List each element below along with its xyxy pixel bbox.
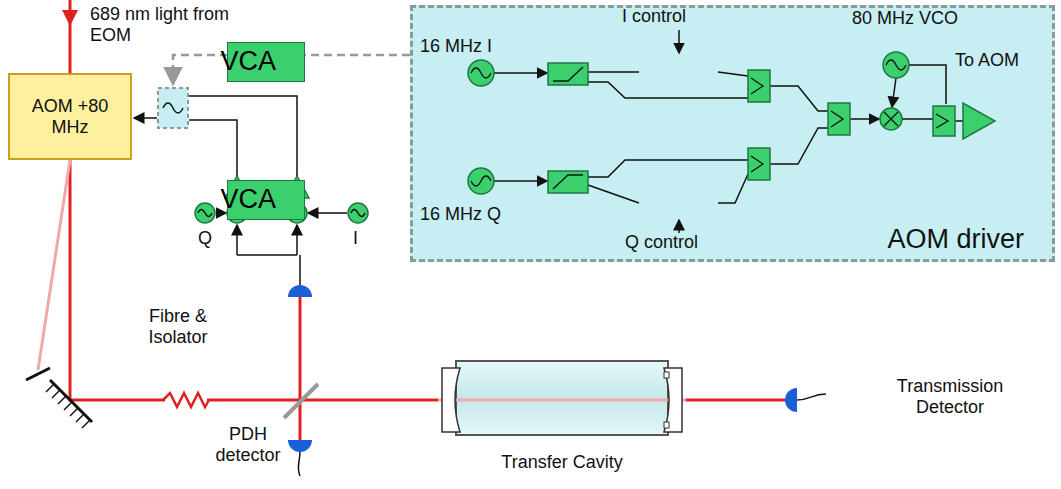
drawing-line [64,402,72,410]
drawing-polygon [62,10,78,26]
annotation-label: 80 MHz VCO [852,8,958,29]
detector-wires [237,225,826,476]
drawing-polygon [963,103,995,139]
drawing-line [955,120,963,122]
annotation-label: Fibre & Isolator [128,306,228,348]
node-text: AOM driver [887,223,1024,255]
drawing-line [588,71,639,73]
drawing-path [884,112,898,126]
drawing-rect [748,70,770,102]
drawing-rect [933,106,955,136]
drawing-line [438,399,686,402]
drawing-line [299,255,301,285]
annotation-label: To AOM [955,50,1019,71]
mirror [46,380,92,428]
drawing-path [664,368,682,432]
drawing-line [902,118,933,120]
drawing-line [58,396,66,404]
drawing-line [678,220,680,233]
drawing-polyline [770,128,828,164]
drawing-line [308,212,347,214]
photodetectors [288,285,797,452]
drawing-polyline [588,82,748,98]
drawing-polyline [718,72,748,76]
drawing-line [494,180,547,182]
drawing-path [553,67,583,189]
transfer-cavity: Transfer Cavity [438,358,686,473]
zero-order-beam [26,160,70,380]
drawing-path [797,394,826,400]
drawing-line [46,384,54,392]
drawing-rect [158,88,188,128]
pdh-beam [284,297,318,440]
drawing-line [296,225,298,255]
drawing-rect [664,422,669,428]
drawing-path [785,388,797,412]
drawing-line [299,297,302,440]
drawing-path [442,368,460,432]
drawing-path [471,60,906,186]
vca-box: VCA [227,42,305,82]
drawing-line [38,160,70,370]
drawing-path [751,78,948,172]
drawing-line [76,414,84,422]
drawing-line [588,185,639,203]
annotation-label: Q control [625,232,698,253]
drawing-polyline [770,86,828,111]
transmitted-beam [686,399,785,402]
vca-box: VCA [227,180,305,220]
annotation-label: I [353,228,358,249]
driver-panel: AOM driverVCAVCA [410,5,1055,262]
drawing-path [298,452,300,476]
drawing-line [50,380,92,422]
drawing-line [678,30,680,53]
drawing-path [288,285,312,297]
drawing-path [288,440,312,452]
annotation-label: 16 MHz I [420,36,492,57]
drawing-polyline [909,65,946,104]
isolator [163,393,209,407]
drawing-polyline [163,393,209,407]
drawing-path [163,103,183,113]
drawing-line [850,118,879,120]
drawing-polyline [189,120,237,176]
drawing-polyline [189,96,297,176]
drawing-polyline [588,160,748,177]
drawing-rect [456,361,668,435]
drawing-polyline [237,254,297,256]
drawing-polyline [718,174,748,203]
cavity-drawing [438,358,686,438]
drawing-rect [664,372,669,378]
drawing-g [471,60,948,189]
drawing-line [284,384,318,418]
drawing-g [468,52,995,194]
drawing-rect [548,63,588,85]
drawing-circle [880,108,902,130]
drawing-line [26,368,50,380]
input-beam [62,0,78,73]
annotation-label: 689 nm light from EOM [90,4,270,46]
annotation-label: 16 MHz Q [420,204,501,225]
annotation-label: Transmission Detector [875,376,1025,418]
node-text: Transfer Cavity [438,452,686,473]
annotation-label: Q [198,228,212,249]
drawing-rect [828,103,850,135]
laser-beam [70,160,438,400]
drawing-rect [548,171,588,193]
drawing-line [70,408,78,416]
drawing-line [494,72,547,74]
aom-box: AOM +80 MHz [8,73,132,160]
node-text: AOM +80 MHz [30,96,110,138]
drawing-line [82,420,90,428]
drawing-line [52,390,60,398]
node-text: VCA [220,45,276,77]
drawing-rect [748,148,770,180]
node-text: VCA [220,183,276,215]
annotation-label: I control [622,6,686,27]
annotation-label: PDH detector [212,424,284,466]
drawing-line [892,78,896,107]
drawing-line [236,225,238,255]
drawing-line [134,117,157,119]
